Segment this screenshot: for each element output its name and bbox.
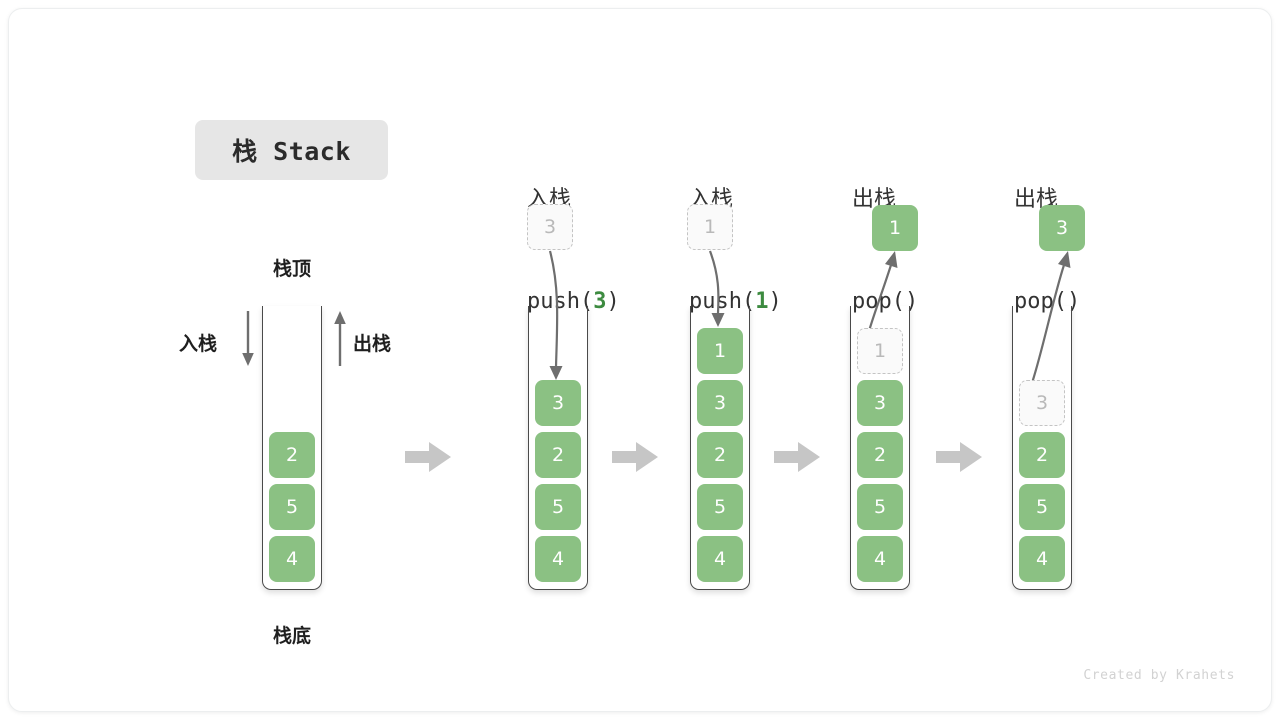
stack-cell: 1 xyxy=(697,328,743,374)
stack-cell: 2 xyxy=(535,432,581,478)
pop-1-motion-arrow-icon xyxy=(867,251,898,332)
pop-direction-arrow-icon xyxy=(334,311,346,366)
stack-cell: 5 xyxy=(535,484,581,530)
stack-cells-initial: 2 5 4 xyxy=(269,432,315,582)
stack-bottom-label-wrap: 栈底 xyxy=(256,621,328,648)
stack-top-label: 栈顶 xyxy=(272,258,311,280)
page-title: 栈 Stack xyxy=(232,137,351,166)
step-op-arg-push-1: 1 xyxy=(755,289,769,314)
floating-cell-push-3: 3 xyxy=(527,204,573,250)
step-arrow-icon-2 xyxy=(612,442,658,472)
push-3-motion-arrow-icon xyxy=(548,250,563,380)
stack-cell: 4 xyxy=(697,536,743,582)
stack-cell: 5 xyxy=(697,484,743,530)
stack-cell: 1 xyxy=(857,328,903,374)
push-1-motion-arrow-icon xyxy=(708,250,725,327)
stack-cell: 5 xyxy=(857,484,903,530)
push-side-label: 入栈 xyxy=(179,333,218,355)
stack-container-initial xyxy=(262,306,322,590)
step-arrow-icon-3 xyxy=(774,442,820,472)
stack-container-push-3 xyxy=(528,306,588,590)
stack-cells-pop-3: 3 2 5 4 xyxy=(1019,380,1065,582)
step-arrow-icon-4 xyxy=(936,442,982,472)
step-arrow-icon-1 xyxy=(405,442,451,472)
stack-cell: 2 xyxy=(697,432,743,478)
stack-cell: 2 xyxy=(857,432,903,478)
stack-cell: 4 xyxy=(535,536,581,582)
stack-cell: 3 xyxy=(857,380,903,426)
stack-container-pop-3 xyxy=(1012,306,1072,590)
stack-cell: 3 xyxy=(697,380,743,426)
stack-cell: 4 xyxy=(269,536,315,582)
step-op-arg-push-3: 3 xyxy=(593,289,607,314)
floating-cell-pop-1: 1 xyxy=(872,205,918,251)
title-badge: 栈 Stack xyxy=(195,120,388,180)
stack-cell: 2 xyxy=(1019,432,1065,478)
stack-cell: 2 xyxy=(269,432,315,478)
stack-cell: 5 xyxy=(269,484,315,530)
floating-cell-push-1: 1 xyxy=(687,204,733,250)
credit-watermark: Created by Krahets xyxy=(1083,668,1235,683)
stack-cell: 4 xyxy=(857,536,903,582)
push-direction-arrow-icon xyxy=(242,311,254,366)
stack-cell: 5 xyxy=(1019,484,1065,530)
stack-cells-push-3: 3 2 5 4 xyxy=(535,380,581,582)
pop-side-label: 出栈 xyxy=(353,333,392,355)
stack-container-pop-1 xyxy=(850,306,910,590)
stack-cell: 3 xyxy=(1019,380,1065,426)
pop-3-motion-arrow-icon xyxy=(1030,251,1071,384)
stack-cell: 3 xyxy=(535,380,581,426)
stack-container-push-1 xyxy=(690,306,750,590)
floating-cell-pop-3: 3 xyxy=(1039,205,1085,251)
stack-top-label-wrap: 栈顶 xyxy=(256,254,328,281)
stack-bottom-label: 栈底 xyxy=(272,625,311,647)
stack-cells-push-1: 1 3 2 5 4 xyxy=(697,328,743,582)
stack-cells-pop-1: 1 3 2 5 4 xyxy=(857,328,903,582)
stack-cell: 4 xyxy=(1019,536,1065,582)
